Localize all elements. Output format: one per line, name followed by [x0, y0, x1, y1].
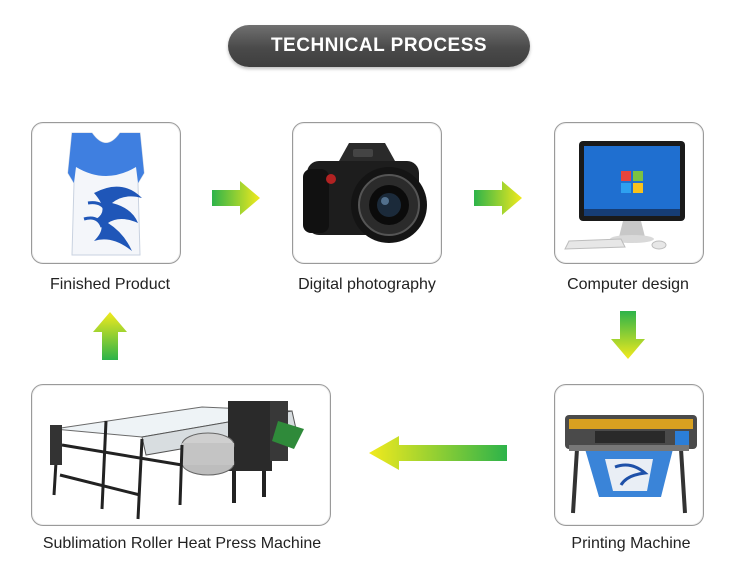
arrow-down-icon: [611, 311, 645, 359]
camera-image: [303, 143, 427, 243]
sublimation-machine-label: Sublimation Roller Heat Press Machine: [42, 535, 322, 552]
arrow-up-icon: [93, 312, 127, 360]
page-title: TECHNICAL PROCESS: [228, 25, 530, 67]
heat-press-image: [50, 401, 304, 520]
digital-photography-label: Digital photography: [298, 276, 436, 293]
printer-image: [565, 415, 697, 514]
tank-top-image: [67, 132, 145, 256]
sublimation-machine-card: [31, 384, 331, 526]
finished-product-label: Finished Product: [49, 276, 171, 293]
arrow-right-icon: [212, 181, 260, 215]
arrow-left-icon: [369, 436, 507, 470]
arrow-right-icon: [474, 181, 522, 215]
computer-design-label: Computer design: [567, 276, 689, 293]
finished-product-card: [31, 122, 181, 264]
digital-photography-card: [292, 122, 442, 264]
computer-design-card: [554, 122, 704, 264]
printing-machine-card: [554, 384, 704, 526]
printing-machine-label: Printing Machine: [571, 535, 691, 552]
computer-image: [564, 141, 685, 250]
